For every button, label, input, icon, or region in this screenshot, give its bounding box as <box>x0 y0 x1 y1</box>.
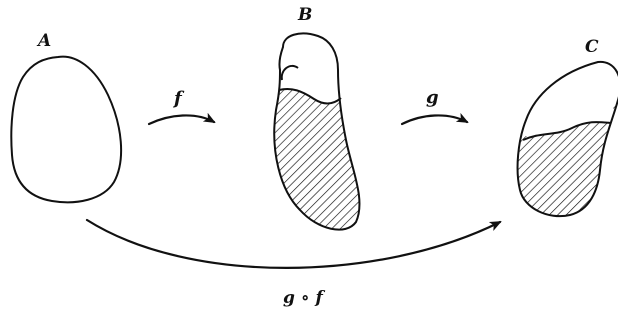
set-b-image-curve <box>278 88 342 105</box>
set-b-inner-notch <box>280 64 299 81</box>
set-a-label: A <box>36 31 51 51</box>
set-c: C <box>516 37 618 218</box>
composition-arrow <box>85 218 502 269</box>
set-c-image-curve <box>522 121 612 141</box>
map-f: f <box>147 88 216 126</box>
map-g: g <box>400 87 469 126</box>
map-f-label: f <box>172 88 185 109</box>
composition-label: g ∘ f <box>283 288 326 308</box>
map-g-arrow <box>400 112 469 126</box>
set-b-image-boundary <box>274 60 345 104</box>
set-b: B <box>273 5 361 231</box>
map-f-arrow <box>147 112 216 126</box>
set-a: A <box>10 31 123 204</box>
set-b-label: B <box>297 5 312 25</box>
map-composition: g ∘ f <box>85 218 502 308</box>
set-c-label: C <box>585 37 599 57</box>
map-g-label: g <box>426 87 439 108</box>
set-a-shape <box>10 55 123 204</box>
set-b-shape <box>273 32 361 231</box>
